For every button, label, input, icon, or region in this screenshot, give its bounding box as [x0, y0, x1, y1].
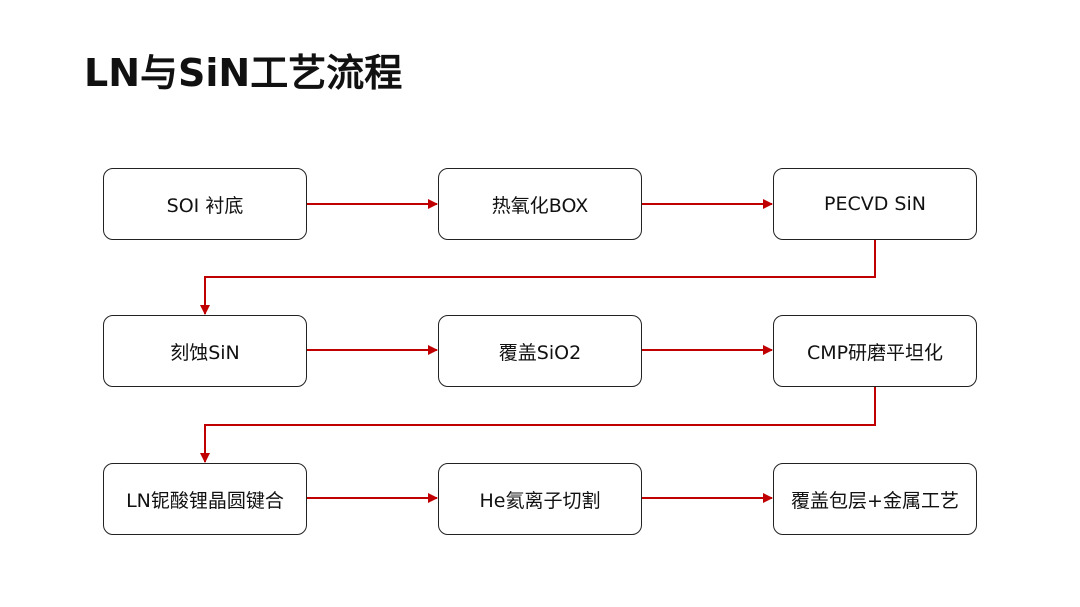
step-box-cover-sio2: 覆盖SiO2 [438, 315, 642, 387]
step-box-cmp-planarization: CMP研磨平坦化 [773, 315, 977, 387]
step-box-etch-sin: 刻蚀SiN [103, 315, 307, 387]
arrow-step3-to-step4 [200, 240, 876, 315]
step-box-thermal-oxidation-box: 热氧化BOX [438, 168, 642, 240]
step-box-ln-wafer-bonding: LN铌酸锂晶圆键合 [103, 463, 307, 535]
step-box-helium-ion-slicing: He氦离子切割 [438, 463, 642, 535]
step-box-soi-substrate: SOI 衬底 [103, 168, 307, 240]
step-box-pecvd-sin: PECVD SiN [773, 168, 977, 240]
step-box-cladding-metal-process: 覆盖包层+金属工艺 [773, 463, 977, 535]
page-title: LN与SiN工艺流程 [84, 51, 403, 95]
arrow-step6-to-step7 [200, 386, 876, 463]
